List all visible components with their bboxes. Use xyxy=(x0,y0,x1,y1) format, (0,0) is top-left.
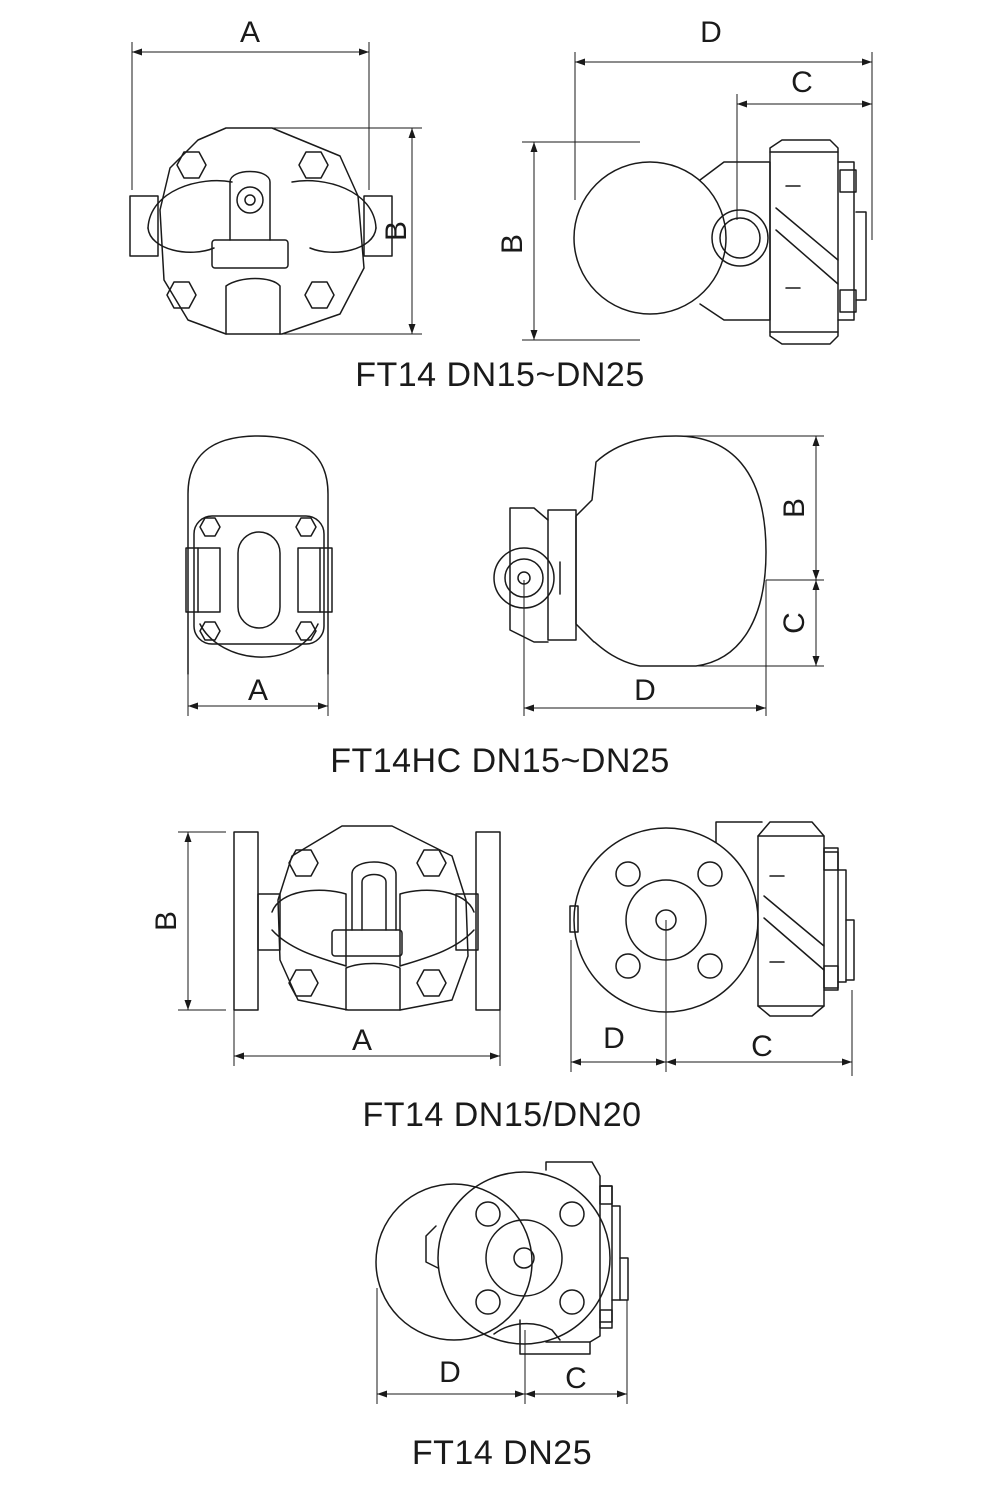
caption-ft14-threaded: FT14 DN15~DN25 xyxy=(355,356,645,394)
dim-label-b: B xyxy=(380,221,413,241)
caption-ft14hc: FT14HC DN15~DN25 xyxy=(330,742,670,780)
dim-label-b-flanged: B xyxy=(150,911,183,931)
ft14-threaded-front-view: A B xyxy=(129,16,422,335)
dim-label-c-dn25: C xyxy=(565,1362,587,1395)
ft14-flanged-dn25-view: D C xyxy=(375,1161,629,1404)
caption-ft14-flanged-dn25: FT14 DN25 xyxy=(412,1434,592,1472)
dim-label-a: A xyxy=(240,16,260,49)
dim-label-c-hc: C xyxy=(778,612,811,634)
ft14hc-side-view: B C D xyxy=(493,435,824,716)
dim-label-a-hc: A xyxy=(248,674,268,707)
ft14-flanged-small-front-view: B A xyxy=(150,825,501,1066)
ft14-threaded-side-view: D C B xyxy=(496,16,873,345)
dim-label-d-dn25: D xyxy=(439,1356,461,1389)
dim-label-b-side: B xyxy=(496,234,529,254)
dim-label-a-flanged: A xyxy=(352,1024,372,1057)
dim-label-d: D xyxy=(700,16,722,49)
ft14hc-front-view: A xyxy=(185,435,333,716)
dim-label-c: C xyxy=(791,66,813,99)
dim-label-b-hc: B xyxy=(778,498,811,518)
caption-ft14-flanged-small: FT14 DN15/DN20 xyxy=(362,1096,641,1134)
dim-label-d-flanged: D xyxy=(603,1022,625,1055)
dim-label-d-hc: D xyxy=(634,674,656,707)
ft14-flanged-small-side-view: D C xyxy=(569,821,855,1076)
dim-label-c-flanged: C xyxy=(751,1030,773,1063)
